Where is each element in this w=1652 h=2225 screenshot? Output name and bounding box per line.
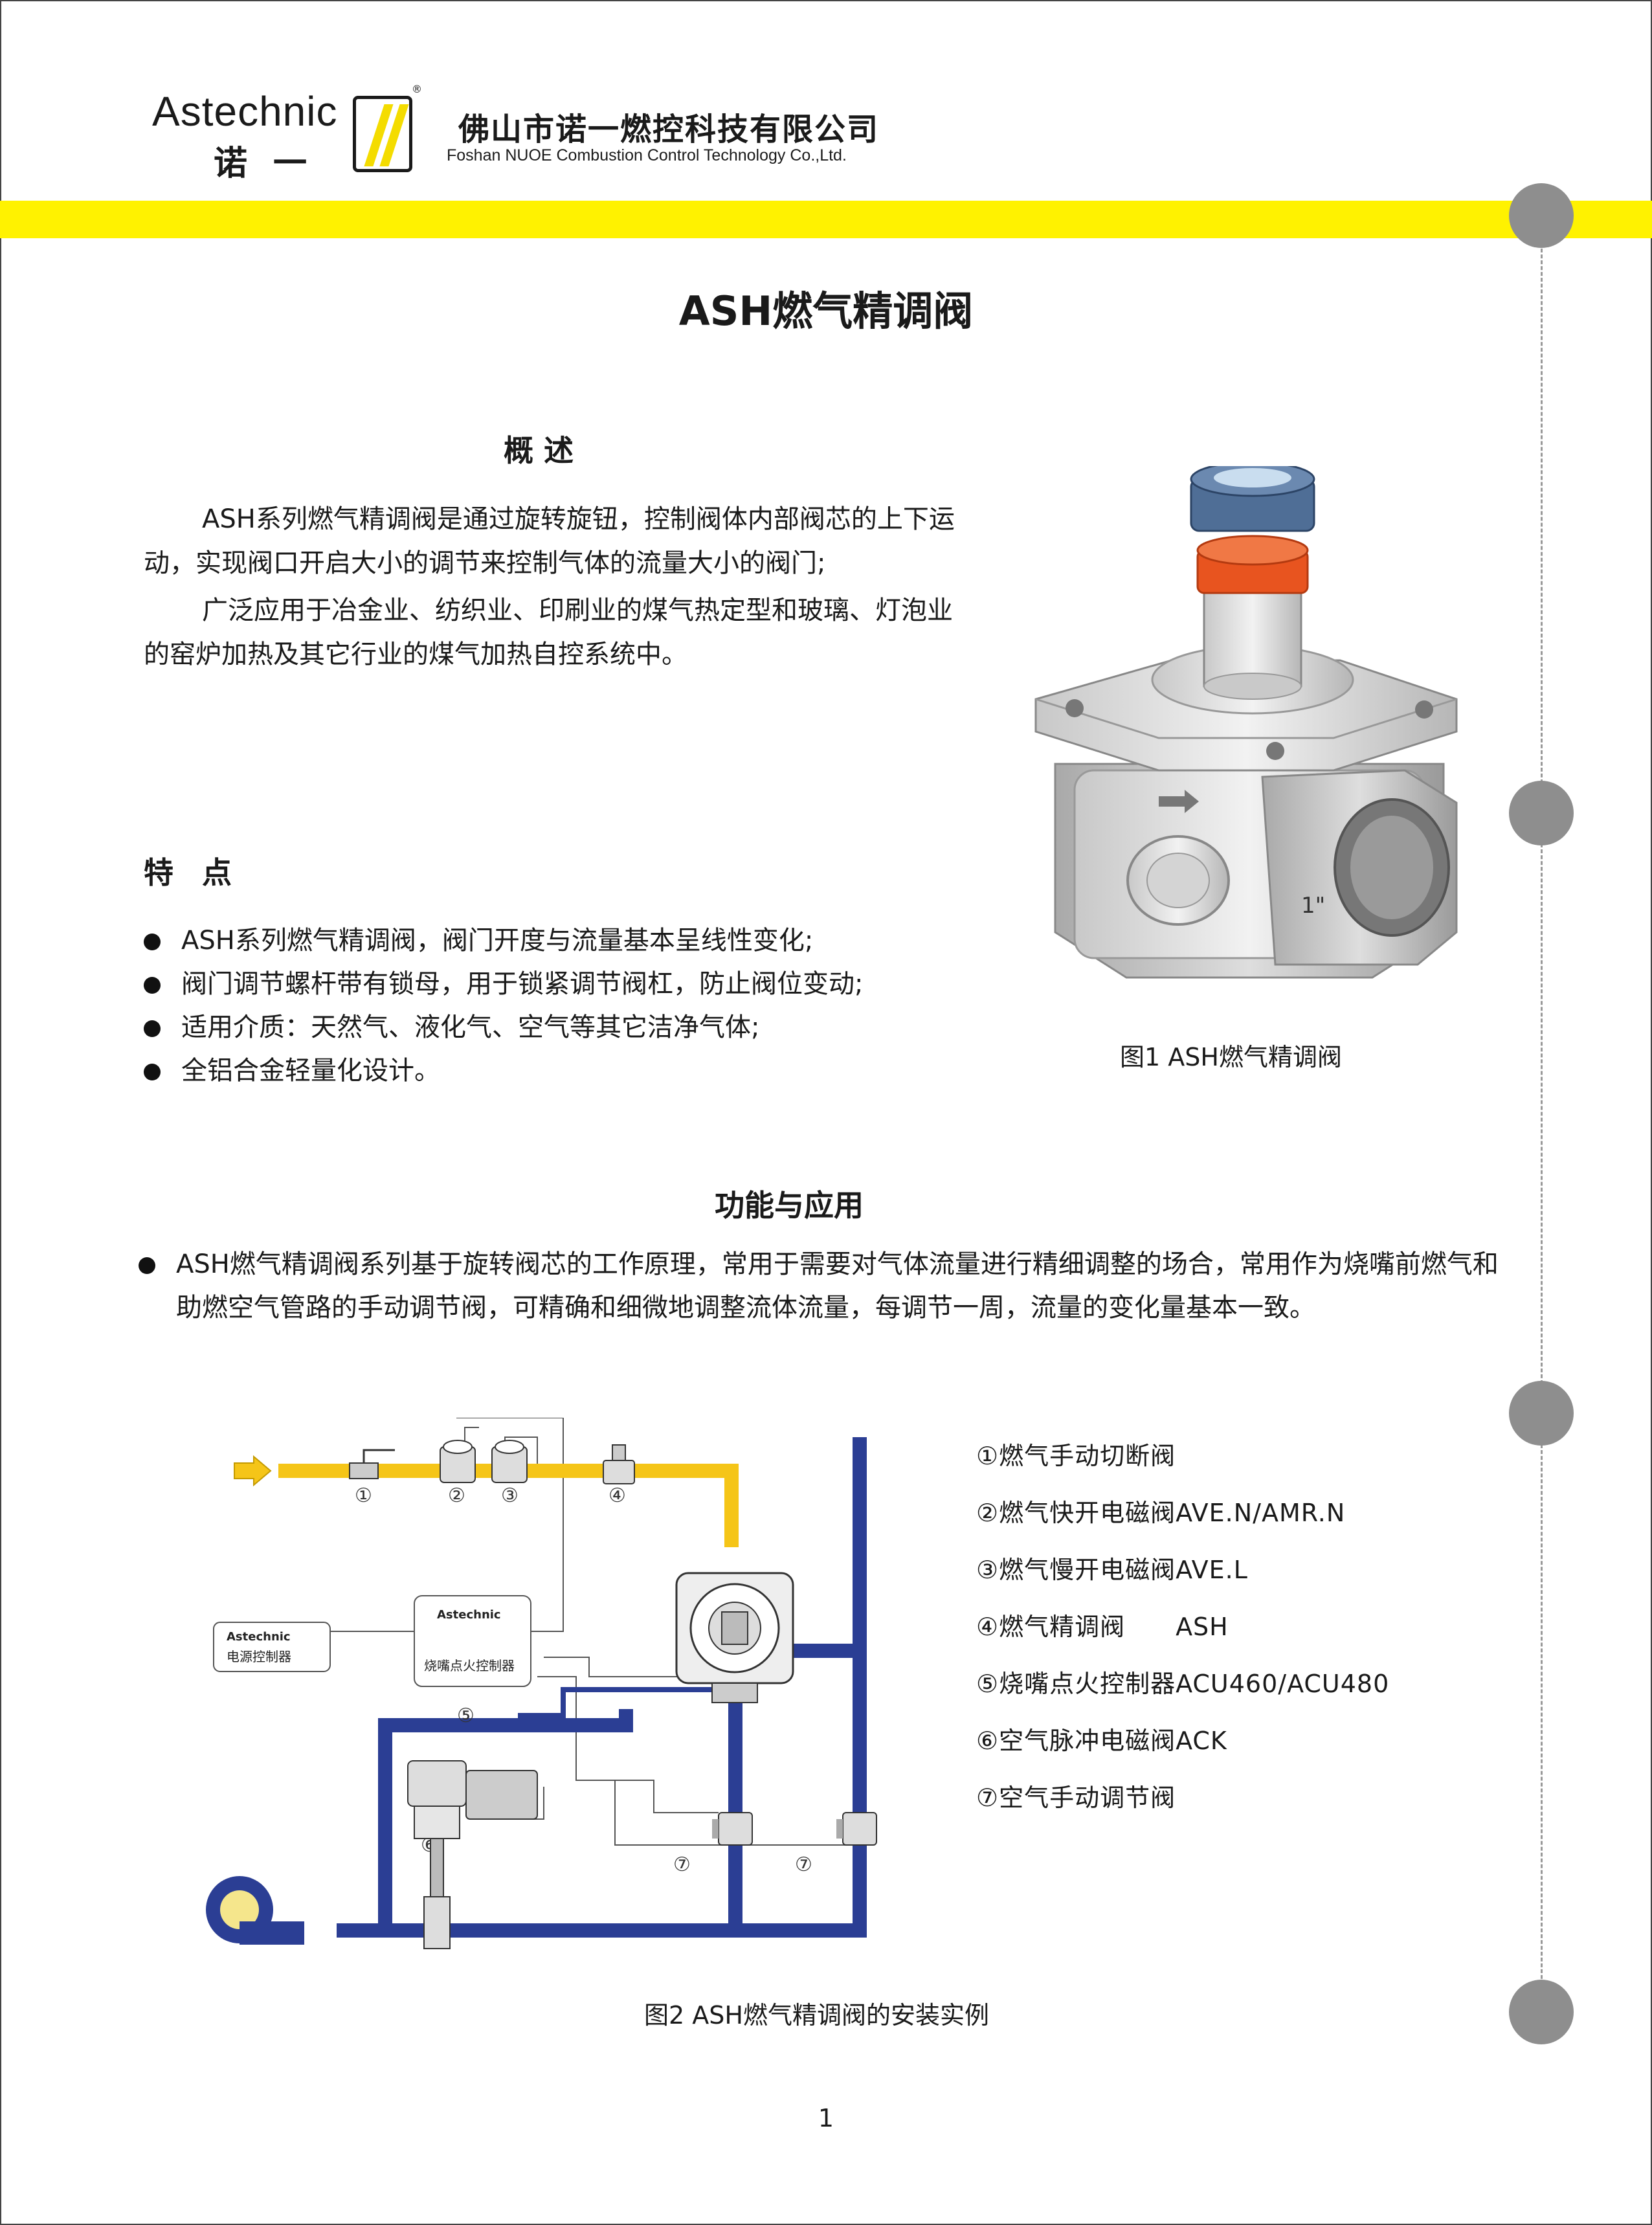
legend-item: ③燃气慢开电磁阀AVE.L xyxy=(976,1556,1248,1584)
figure-2-caption: 图2 ASH燃气精调阀的安装实例 xyxy=(644,2001,989,2029)
logo-wordmark: Astechnic xyxy=(152,88,338,135)
header-band xyxy=(0,201,1652,238)
overview-text: ASH系列燃气精调阀是通过旋转旋钮，控制阀体内部阀芯的上下运动，实现阀口开启大小… xyxy=(144,497,966,680)
registered-mark: ® xyxy=(412,83,422,95)
marker-7: ⑦ xyxy=(795,1853,812,1876)
ignition-box-brand: Astechnic xyxy=(437,1608,501,1622)
marker-7: ⑦ xyxy=(673,1853,691,1876)
burner-icon xyxy=(675,1572,794,1703)
air-manual-valve-icon xyxy=(836,1812,877,1846)
power-controller-box xyxy=(213,1622,331,1672)
overview-paragraph: ASH系列燃气精调阀是通过旋转旋钮，控制阀体内部阀芯的上下运动，实现阀口开启大小… xyxy=(144,504,955,578)
thread-size-mark: 1" xyxy=(1301,893,1325,919)
feature-item: 阀门调节螺杆带有锁母，用于锁紧调节阀杠，防止阀位变动; xyxy=(144,963,1005,1006)
binder-hole xyxy=(1509,781,1574,845)
air-pipes xyxy=(337,1437,867,1938)
overview-paragraph: 广泛应用于冶金业、纺织业、印刷业的煤气热定型和玻璃、灯泡业的窑炉加热及其它行业的… xyxy=(144,596,953,669)
application-text: ASH燃气精调阀系列基于旋转阀芯的工作原理，常用于需要对气体流量进行精细调整的场… xyxy=(139,1243,1510,1330)
power-box-label: 电源控制器 xyxy=(227,1649,291,1664)
figure-2-installation-diagram: ① ② ③ ④ ⑤ ⑥ ⑦ ⑦ Astechnic 电源控制器 Astechni… xyxy=(206,1418,877,1949)
legend-item: ⑥空气脉冲电磁阀ACK xyxy=(976,1727,1227,1755)
binder-hole xyxy=(1509,1980,1574,2044)
logo-cn: 诺一 xyxy=(214,144,333,183)
power-box-brand: Astechnic xyxy=(227,1630,291,1644)
marker-3: ③ xyxy=(501,1484,519,1507)
features-heading: 特点 xyxy=(144,855,260,890)
binder-hole xyxy=(1509,183,1574,248)
application-heading: 功能与应用 xyxy=(715,1188,864,1223)
gas-shutoff-valve-icon xyxy=(349,1449,395,1479)
legend-item: ②燃气快开电磁阀AVE.N/AMR.N xyxy=(976,1499,1346,1527)
air-manual-valve-icon xyxy=(712,1812,753,1846)
overview-heading: 概 述 xyxy=(504,433,574,468)
feature-item: 全铝合金轻量化设计。 xyxy=(144,1049,1005,1093)
figure-1-caption: 图1 ASH燃气精调阀 xyxy=(1120,1043,1342,1071)
page-number: 1 xyxy=(818,2104,834,2132)
binding-dashed-line xyxy=(1541,214,1543,2020)
legend-item: ①燃气手动切断阀 xyxy=(976,1442,1176,1470)
feature-item: 适用介质：天然气、液化气、空气等其它洁净气体; xyxy=(144,1006,1005,1049)
ignition-controller-box xyxy=(414,1595,531,1687)
marker-4: ④ xyxy=(608,1484,626,1507)
air-pulse-solenoid-valve-icon xyxy=(407,1760,538,1949)
gas-pipe xyxy=(278,1464,739,1547)
logo-mark-icon xyxy=(353,96,412,172)
gas-slow-solenoid-valve-icon xyxy=(491,1440,528,1483)
gas-inlet-arrow-icon xyxy=(234,1455,272,1487)
ignition-box-label: 烧嘴点火控制器 xyxy=(424,1658,515,1673)
marker-5: ⑤ xyxy=(457,1705,474,1727)
ash-fine-adjust-valve-icon xyxy=(603,1444,635,1484)
page-title: ASH燃气精调阀 xyxy=(678,287,974,335)
marker-2: ② xyxy=(448,1484,465,1507)
gas-fast-solenoid-valve-icon xyxy=(440,1440,476,1483)
features-list: ASH系列燃气精调阀，阀门开度与流量基本呈线性变化; 阀门调节螺杆带有锁母，用于… xyxy=(144,919,1005,1093)
company-name-cn: 佛山市诺一燃控科技有限公司 xyxy=(458,111,880,148)
figure-2-legend: ①燃气手动切断阀 ②燃气快开电磁阀AVE.N/AMR.N ③燃气慢开电磁阀AVE… xyxy=(976,1437,1389,1836)
binder-hole xyxy=(1509,1381,1574,1446)
marker-1: ① xyxy=(355,1484,372,1507)
legend-item: ④燃气精调阀 ASH xyxy=(976,1613,1229,1641)
legend-item: ⑤烧嘴点火控制器ACU460/ACU480 xyxy=(976,1670,1390,1698)
legend-item: ⑦空气手动调节阀 xyxy=(976,1783,1176,1812)
company-name-en: Foshan NUOE Combustion Control Technolog… xyxy=(447,146,847,164)
feature-item: ASH系列燃气精调阀，阀门开度与流量基本呈线性变化; xyxy=(144,919,1005,963)
figure-1-valve-illustration: 1" xyxy=(1034,466,1458,979)
